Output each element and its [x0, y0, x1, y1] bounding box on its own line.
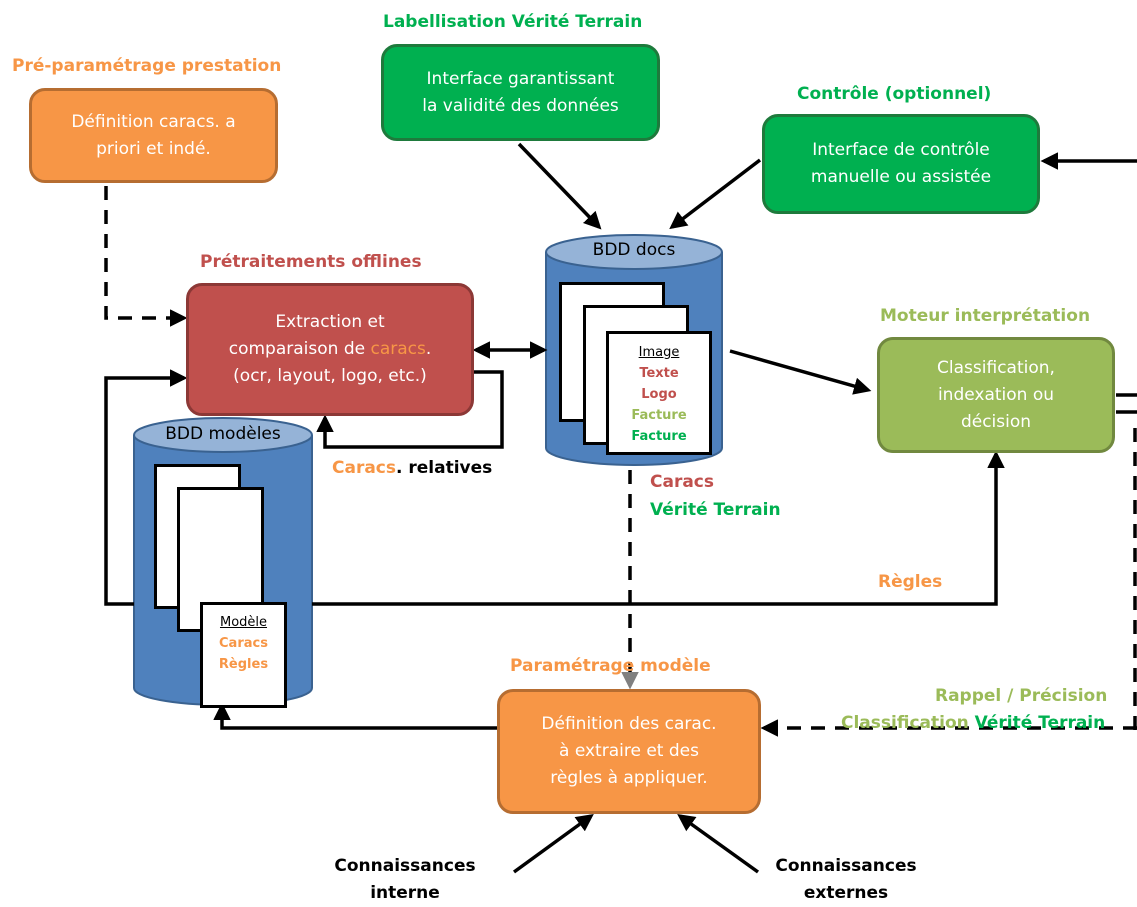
arrow-bddmodeles-to-pretraitements: [104, 369, 188, 606]
label-param-modele: Paramétrage modèle: [510, 656, 711, 676]
bdd-modeles-page-text: Modèle Caracs Règles: [200, 612, 287, 675]
label-pre-param: Pré-paramétrage prestation: [12, 56, 282, 76]
doc-item-facture-2: Facture: [631, 429, 687, 444]
label-verite-terrain: Vérité Terrain: [650, 500, 781, 520]
arrow-labellisation-to-bdd: [517, 142, 602, 230]
bdd-docs-title: BDD docs: [592, 240, 676, 260]
arrow-conn-externes: [677, 813, 760, 874]
label-labellisation: Labellisation Vérité Terrain: [383, 12, 643, 32]
bdd-docs-page-text: Image Texte Logo Facture Facture: [606, 342, 712, 447]
label-regles: Règles: [878, 572, 943, 592]
arrow-bddmodeles-to-moteur: [312, 450, 1005, 606]
doc-item-image: Image: [638, 345, 680, 360]
label-rappel-precision: Rappel / Précision: [935, 686, 1108, 706]
modele-item-modele: Modèle: [219, 615, 268, 630]
arrow-conn-interne: [512, 813, 594, 874]
arrow-controle-to-bdd: [669, 158, 762, 230]
arrow-bdd-to-moteur: [729, 349, 872, 395]
label-classification-vt: Classification Vérité Terrain: [841, 713, 1106, 733]
bdd-modeles-title: BDD modèles: [165, 424, 281, 444]
doc-item-texte: Texte: [639, 366, 679, 381]
arrow-preparam-to-pretraitements: [104, 186, 188, 327]
modele-item-regles: Règles: [218, 657, 269, 672]
label-caracs: Caracs: [650, 472, 714, 492]
doc-item-logo: Logo: [641, 387, 677, 402]
label-pretraitements: Prétraitements offlines: [200, 252, 422, 272]
arrow-caracs-relatives-loop: [316, 370, 504, 449]
modele-item-caracs: Caracs: [219, 636, 268, 651]
label-caracs-relatives: Caracs. relatives: [332, 458, 493, 478]
doc-item-facture-1: Facture: [631, 408, 687, 423]
label-moteur: Moteur interprétation: [880, 306, 1091, 326]
arrow-param-to-bddmodeles: [213, 702, 498, 730]
bdd-modeles-page-front: [200, 602, 287, 708]
bdd-docs-page-front: [606, 331, 712, 455]
label-controle: Contrôle (optionnel): [797, 84, 992, 104]
